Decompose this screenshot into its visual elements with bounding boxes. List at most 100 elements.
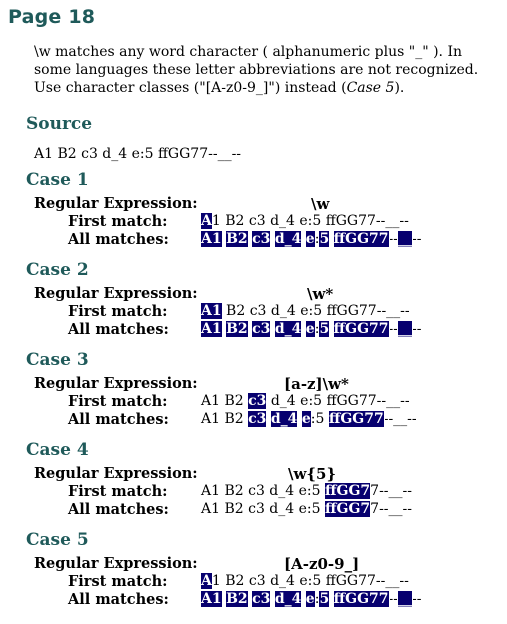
case-1-all-label: All matches: [68, 231, 169, 248]
case-5-all-matches: A1 B2 c3 d_4 e:5 ffGG77--__-- [200, 590, 422, 608]
match-plain-text: --__-- [383, 411, 417, 427]
match-highlight: e [304, 320, 316, 338]
match-highlight: ffGG77 [332, 230, 390, 248]
match-highlight: 5 [318, 590, 331, 608]
match-plain-text: -- [412, 231, 422, 247]
match-highlight: __ [397, 590, 413, 608]
match-highlight: ffGG77 [327, 410, 385, 428]
case-4-all-matches: A1 B2 c3 d_4 e:5 ffGG77--__-- [201, 500, 412, 518]
source-text: A1 B2 c3 d_4 e:5 ffGG77--__-- [34, 146, 242, 162]
match-plain-text [329, 591, 333, 607]
case-1-heading: Case 1 [26, 170, 89, 190]
match-plain-text: : [314, 321, 320, 337]
case-4-heading: Case 4 [26, 440, 89, 460]
case-1-first-label: First match: [68, 213, 168, 230]
case-3-regex-value: [a-z]\w* [284, 375, 349, 393]
case-4-regex-label: Regular Expression: [34, 465, 198, 482]
case-1-regex-label: Regular Expression: [34, 195, 198, 212]
match-plain-text [329, 231, 333, 247]
case-2-all-matches: A1 B2 c3 d_4 e:5 ffGG77--__-- [200, 320, 422, 338]
case-3-heading: Case 3 [26, 350, 89, 370]
match-highlight: d_4 [273, 230, 303, 248]
match-plain-text: :5 [310, 411, 329, 427]
case-5-regex-label: Regular Expression: [34, 555, 198, 572]
match-plain-text: -- [412, 591, 422, 607]
case-1-regex-value: \w [311, 195, 330, 213]
case-3-regex-label: Regular Expression: [34, 375, 198, 392]
match-plain-text: : [314, 231, 320, 247]
match-plain-text: B2 c3 d_4 e:5 ffGG77--__-- [221, 303, 410, 319]
match-plain-text: 1 B2 c3 d_4 e:5 ffGG77--__-- [211, 573, 409, 589]
match-highlight: B2 [225, 590, 249, 608]
case-2-regex-value: \w* [307, 285, 334, 303]
match-highlight: ffGG7 [323, 500, 372, 518]
match-highlight: A1 [200, 320, 223, 338]
match-plain-text: -- [412, 321, 422, 337]
case-1-first-match: A1 B2 c3 d_4 e:5 ffGG77--__-- [200, 212, 409, 230]
case-4-first-label: First match: [68, 483, 168, 500]
match-highlight: c3 [251, 590, 272, 608]
match-highlight: e [304, 590, 316, 608]
case-2-all-label: All matches: [68, 321, 169, 338]
match-plain-text: A1 B2 [201, 393, 249, 409]
intro-text-1: \w matches any word character ( alphanum… [34, 44, 479, 96]
match-highlight: __ [397, 320, 413, 338]
match-plain-text: -- [388, 231, 398, 247]
match-highlight: d_4 [273, 590, 303, 608]
page-title: Page 18 [8, 6, 96, 28]
case-2-heading: Case 2 [26, 260, 89, 280]
match-plain-text: 7--__-- [370, 501, 412, 517]
match-plain-text: A1 B2 c3 d_4 e:5 [201, 483, 325, 499]
match-highlight: A [200, 212, 213, 230]
match-plain-text: : [314, 591, 320, 607]
intro-case-reference: Case 5 [346, 80, 395, 96]
case-1-all-matches: A1 B2 c3 d_4 e:5 ffGG77--__-- [200, 230, 422, 248]
match-plain-text: 1 B2 c3 d_4 e:5 ffGG77--__-- [211, 213, 409, 229]
match-plain-text: -- [388, 591, 398, 607]
match-highlight: c3 [247, 392, 268, 410]
match-highlight: A1 [200, 230, 223, 248]
match-highlight: A1 [200, 590, 223, 608]
case-2-regex-label: Regular Expression: [34, 285, 198, 302]
match-highlight: B2 [225, 230, 249, 248]
case-3-all-matches: A1 B2 c3 d_4 e:5 ffGG77--__-- [201, 410, 417, 428]
match-highlight: e [304, 230, 316, 248]
case-5-heading: Case 5 [26, 530, 89, 550]
match-highlight: ffGG77 [332, 320, 390, 338]
match-highlight: ffGG7 [323, 482, 372, 500]
match-plain-text: d_4 e:5 ffGG77--__-- [266, 393, 410, 409]
case-2-first-label: First match: [68, 303, 168, 320]
match-highlight: d_4 [273, 320, 303, 338]
match-highlight: d_4 [269, 410, 299, 428]
case-5-first-match: A1 B2 c3 d_4 e:5 ffGG77--__-- [200, 572, 409, 590]
case-5-regex-value: [A-z0-9_] [284, 555, 360, 573]
case-3-first-label: First match: [68, 393, 168, 410]
case-3-first-match: A1 B2 c3 d_4 e:5 ffGG77--__-- [201, 392, 410, 410]
case-2-first-match: A1 B2 c3 d_4 e:5 ffGG77--__-- [200, 302, 410, 320]
match-highlight: c3 [251, 320, 272, 338]
case-5-first-label: First match: [68, 573, 168, 590]
case-4-regex-value: \w{5} [288, 465, 337, 483]
source-heading: Source [26, 114, 93, 134]
match-highlight: c3 [247, 410, 268, 428]
match-highlight: 5 [318, 230, 331, 248]
match-plain-text [329, 321, 333, 337]
case-5-all-label: All matches: [68, 591, 169, 608]
match-plain-text: 7--__-- [370, 483, 412, 499]
match-highlight: ffGG77 [332, 590, 390, 608]
match-highlight: A1 [200, 302, 223, 320]
case-4-first-match: A1 B2 c3 d_4 e:5 ffGG77--__-- [201, 482, 412, 500]
match-highlight: 5 [318, 320, 331, 338]
match-highlight: B2 [225, 320, 249, 338]
intro-paragraph: \w matches any word character ( alphanum… [34, 43, 496, 97]
match-plain-text: -- [388, 321, 398, 337]
intro-text-2: ). [394, 80, 405, 96]
match-highlight: A [200, 572, 213, 590]
case-3-all-label: All matches: [68, 411, 169, 428]
match-plain-text: A1 B2 [201, 411, 249, 427]
match-plain-text: A1 B2 c3 d_4 e:5 [201, 501, 325, 517]
match-highlight: c3 [251, 230, 272, 248]
match-highlight: __ [397, 230, 413, 248]
match-highlight: e [300, 410, 312, 428]
case-4-all-label: All matches: [68, 501, 169, 518]
